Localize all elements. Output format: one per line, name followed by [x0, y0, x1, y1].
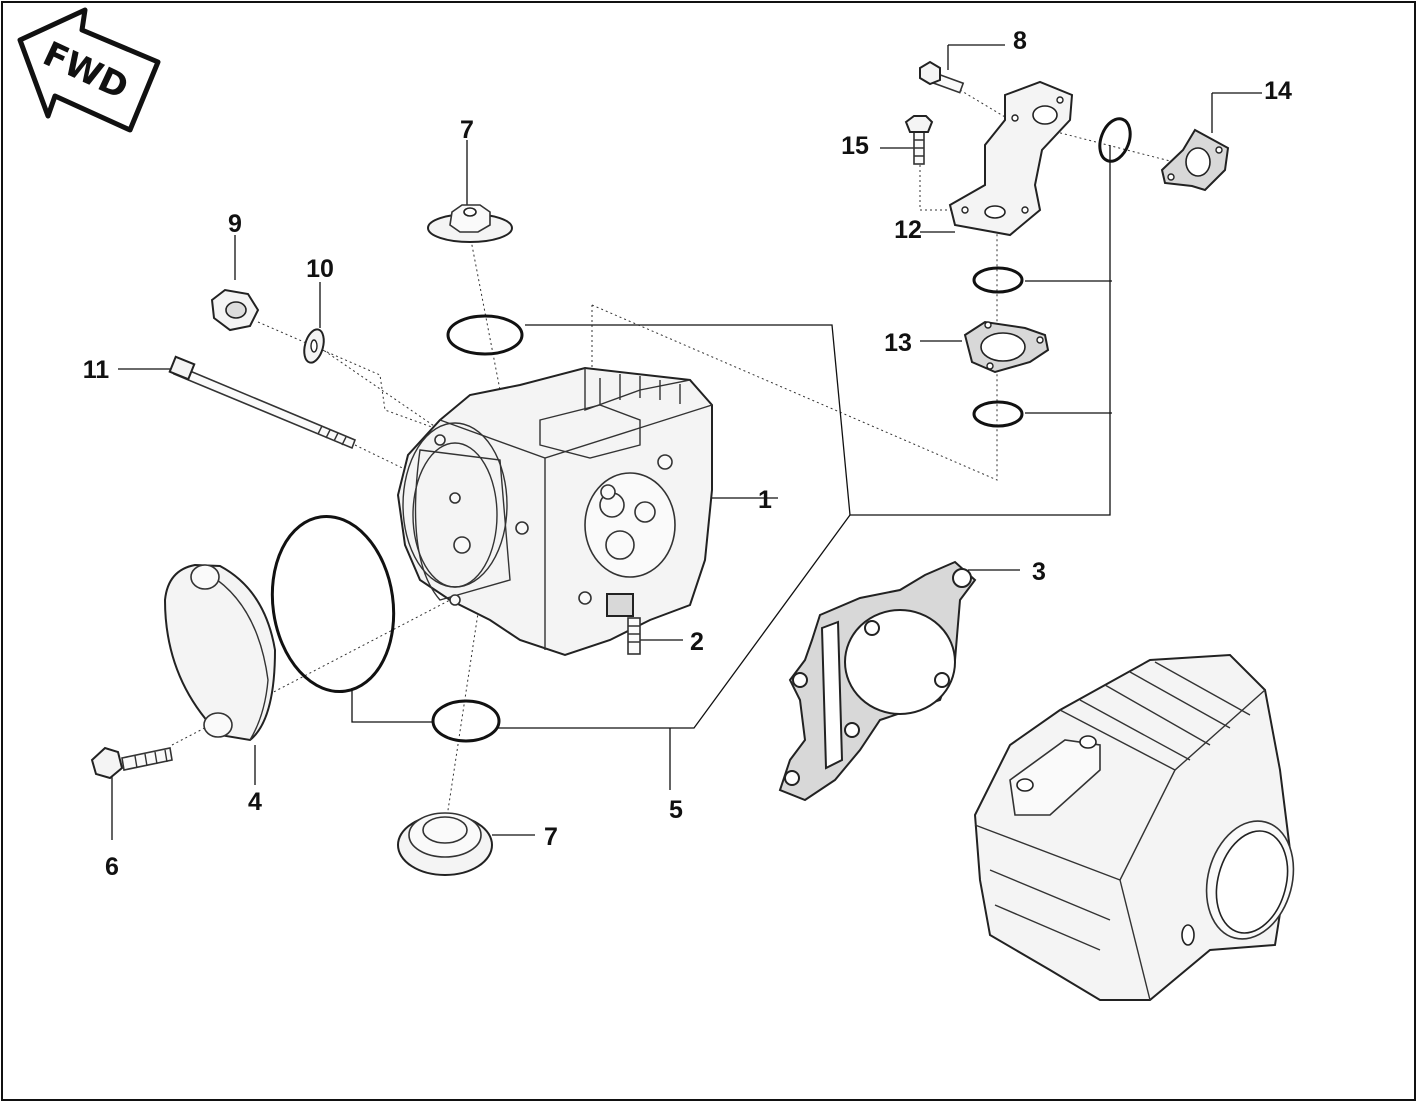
intake-manifold-part	[948, 80, 1074, 237]
callout-labels: 1 2 3 4 5 6 7 7 8 9 10 11 12 13 14 15	[83, 27, 1292, 881]
callout-6: 6	[105, 853, 119, 881]
callout-8: 8	[1013, 27, 1027, 55]
callout-7-top: 7	[460, 116, 474, 144]
washer-part	[303, 328, 325, 364]
o-ring-bottom	[431, 699, 501, 743]
stud-part	[627, 617, 641, 655]
o-ring-manifold-lower	[972, 400, 1024, 428]
callout-12: 12	[894, 216, 922, 244]
callout-9: 9	[228, 210, 242, 238]
seal-cap-part	[397, 812, 493, 876]
insulator-gasket-part	[963, 320, 1050, 374]
long-stud-part	[168, 355, 357, 450]
fwd-arrow-badge: FWD	[17, 7, 161, 133]
large-o-ring-part	[270, 514, 396, 694]
callout-5: 5	[669, 796, 683, 824]
head-gasket-part	[778, 560, 977, 802]
callout-7-bottom: 7	[544, 823, 558, 851]
o-ring-flange	[1098, 117, 1132, 163]
nut-part	[210, 288, 260, 332]
callout-10: 10	[306, 255, 334, 283]
side-cover-part	[163, 563, 277, 742]
screw-15-part	[904, 115, 934, 165]
bolt-part	[90, 746, 173, 780]
callout-15: 15	[841, 132, 869, 160]
callout-3: 3	[1032, 558, 1046, 586]
cylinder-head-part	[396, 366, 713, 657]
callout-11: 11	[83, 356, 110, 384]
cap-nut-part	[427, 204, 513, 243]
callout-14: 14	[1264, 77, 1292, 105]
callout-2: 2	[690, 628, 704, 656]
screw-8-part	[919, 60, 965, 94]
flange-gasket-part	[1160, 128, 1230, 192]
callout-4: 4	[248, 788, 262, 816]
leader-lines	[111, 44, 1262, 840]
callout-13: 13	[884, 329, 912, 357]
cylinder-block-part	[973, 653, 1295, 1001]
o-ring-manifold-upper	[972, 266, 1024, 294]
callout-1: 1	[758, 486, 772, 514]
o-ring-top	[446, 314, 524, 356]
